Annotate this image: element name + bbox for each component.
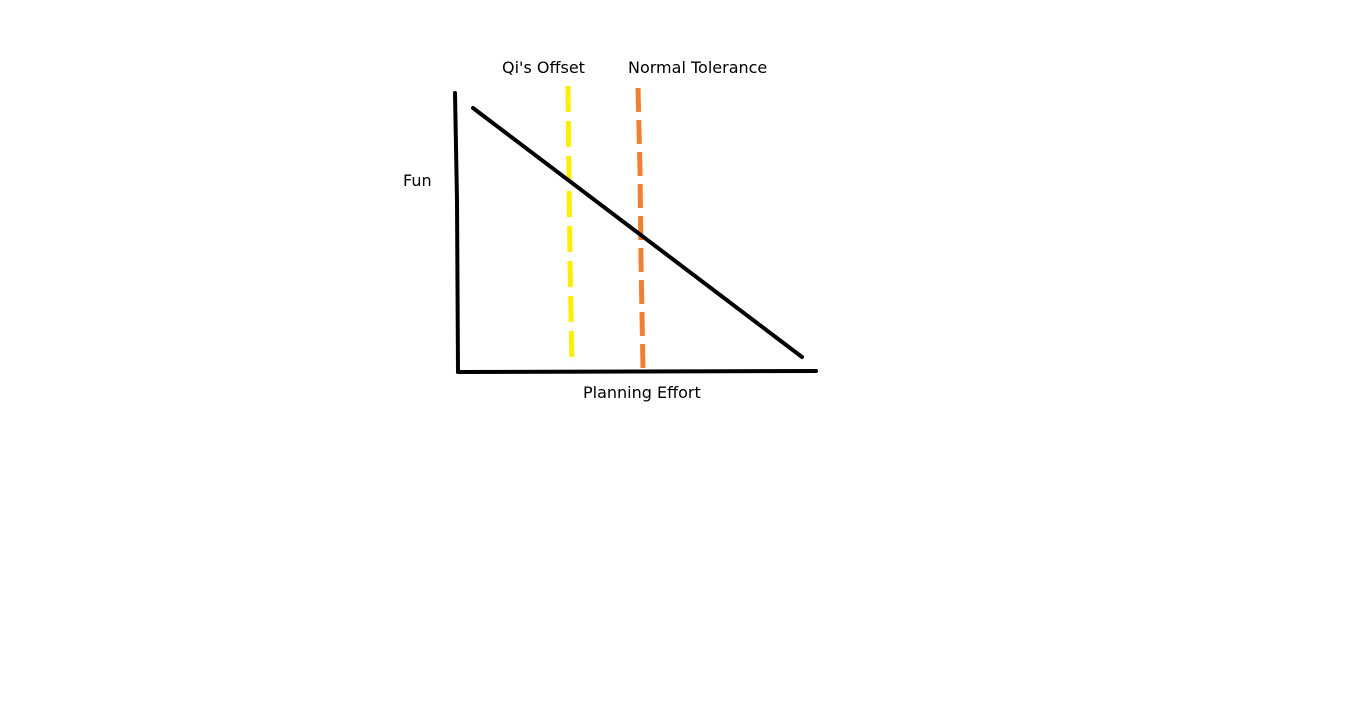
qis-offset-marker-line	[565, 85, 575, 367]
normal-tolerance-marker-line	[635, 87, 646, 369]
fun-trend-line	[471, 106, 804, 359]
y-axis-label: Fun	[403, 171, 432, 190]
x-axis-label: Planning Effort	[583, 383, 701, 402]
normal-tolerance-label: Normal Tolerance	[628, 58, 767, 77]
x-axis	[456, 369, 818, 374]
y-axis	[453, 91, 460, 374]
qis-offset-label: Qi's Offset	[502, 58, 585, 77]
